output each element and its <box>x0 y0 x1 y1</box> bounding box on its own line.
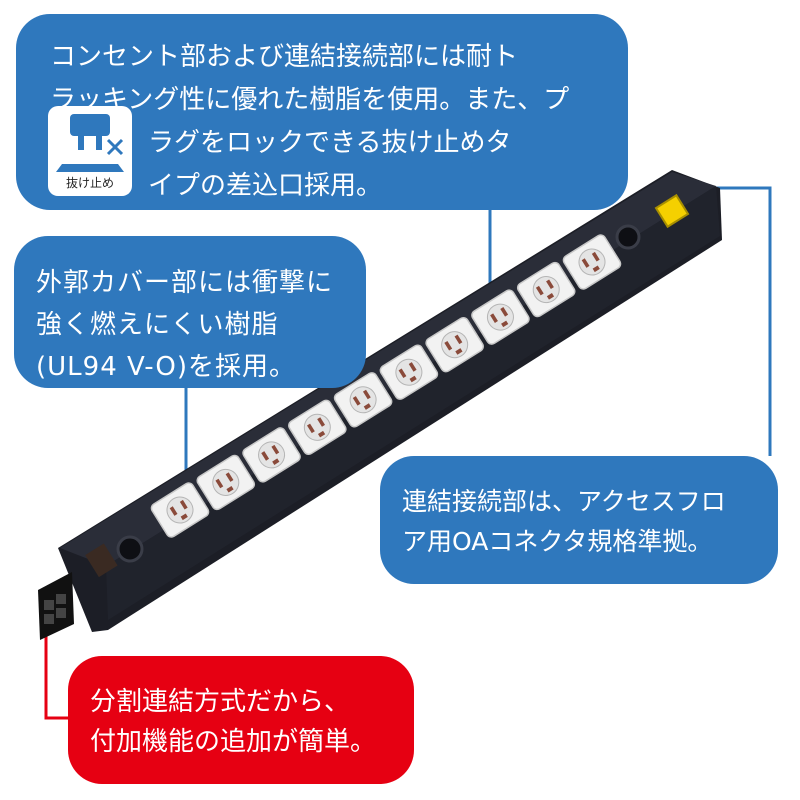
callout-text-line: ラッキング性に優れた樹脂を使用。また、プ <box>50 85 570 115</box>
outlet <box>196 454 256 511</box>
callout-flame-resin: 外郭カバー部には衝撃に 強く燃えにくい樹脂 (UL94 V-O)を採用。 <box>14 236 366 388</box>
power-switch[interactable] <box>654 193 690 229</box>
plug-lock-icon <box>56 114 124 172</box>
callout-text-line: 外郭カバー部には衝撃に <box>36 268 334 298</box>
callout-text-line: 分割連結方式だから、 <box>90 687 351 717</box>
callout-text-line: 連結接続部は、アクセスフロ <box>402 487 726 516</box>
outlet-row <box>150 234 622 538</box>
callout-text-line: ア用OAコネクタ規格準拠。 <box>402 527 713 556</box>
callout-text-line: 強く燃えにくい樹脂 <box>36 310 279 340</box>
outlet <box>379 344 439 400</box>
outlet <box>333 372 393 428</box>
callout-oa-connector: 連結接続部は、アクセスフロ ア用OAコネクタ規格準拠。 <box>380 456 778 584</box>
outlet <box>242 427 301 483</box>
callout-text-line: (UL94 V-O)を採用。 <box>36 352 296 382</box>
callout-text-line: 付加機能の追加が簡単。 <box>90 727 377 757</box>
callout-text-line: コンセント部および連結接続部には耐ト <box>50 42 519 72</box>
callout-split-connection: 分割連結方式だから、 付加機能の追加が簡単。 <box>68 656 414 784</box>
outlet <box>150 482 210 538</box>
outlet <box>288 399 347 456</box>
callout-text-line: ラグをロックできる抜け止めタ <box>148 128 512 158</box>
outlet <box>562 234 622 290</box>
mount-hole-left <box>116 535 144 563</box>
outlet <box>425 316 484 373</box>
outlet <box>471 289 530 345</box>
connector-block <box>38 572 74 640</box>
lock-badge: 抜け止め <box>48 106 132 196</box>
mount-hole-right <box>615 224 641 250</box>
callout-text-line: イプの差込口採用。 <box>148 171 383 201</box>
leader-line-right <box>708 186 772 456</box>
leader-line-bottom <box>44 615 68 720</box>
outlet <box>516 261 576 318</box>
badge-label: 抜け止め <box>65 176 114 190</box>
